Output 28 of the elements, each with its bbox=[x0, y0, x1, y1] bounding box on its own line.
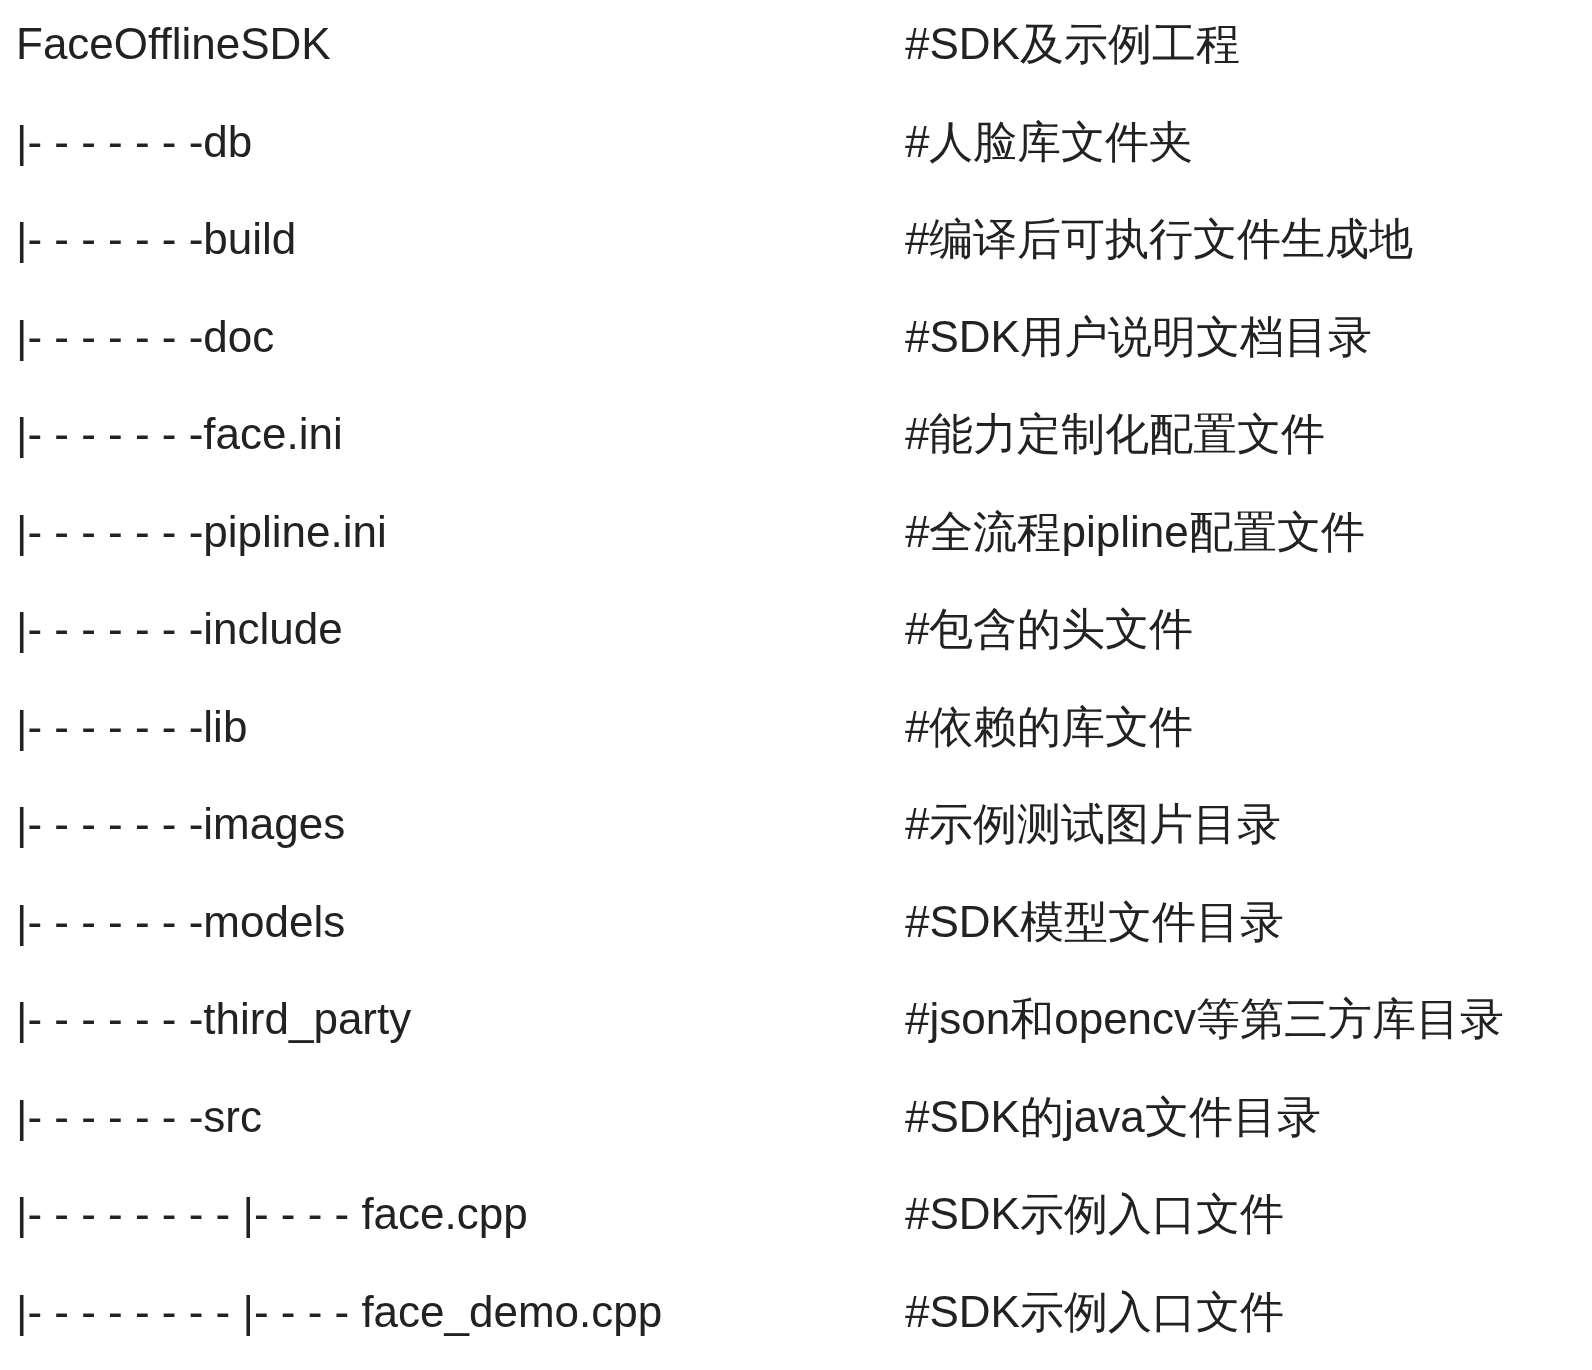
comment-text: #依赖的库文件 bbox=[905, 702, 1194, 751]
tree-entry: |- - - - - - -lib bbox=[16, 702, 248, 751]
tree-entry: |- - - - - - -include bbox=[16, 605, 343, 654]
comment-text: #SDK模型文件目录 bbox=[905, 897, 1284, 946]
tree-entry: |- - - - - - -face.ini bbox=[16, 410, 343, 459]
tree-entry: |- - - - - - -db bbox=[16, 117, 253, 166]
comment-text: #包含的头文件 bbox=[905, 605, 1194, 654]
tree-entry: |- - - - - - -models bbox=[16, 897, 346, 946]
tree-entry: |- - - - - - -third_party bbox=[16, 995, 412, 1044]
comment-text: #SDK示例入口文件 bbox=[905, 1287, 1284, 1336]
comment-text: #编译后可执行文件生成地 bbox=[905, 215, 1414, 264]
comment-text: #SDK及示例工程 bbox=[905, 20, 1240, 69]
comment-text: #示例测试图片目录 bbox=[905, 800, 1282, 849]
tree-entry: FaceOfflineSDK bbox=[16, 20, 331, 69]
comment-text: #全流程pipline配置文件 bbox=[905, 507, 1365, 556]
tree-entry: |- - - - - - - - |- - - - face.cpp bbox=[16, 1190, 528, 1239]
tree-entry: |- - - - - - -images bbox=[16, 800, 346, 849]
tree-entry: |- - - - - - -build bbox=[16, 215, 297, 264]
tree-entry: |- - - - - - -src bbox=[16, 1092, 262, 1141]
tree-entry: |- - - - - - -doc bbox=[16, 312, 275, 361]
comment-text: #能力定制化配置文件 bbox=[905, 410, 1326, 459]
tree-entry: |- - - - - - -pipline.ini bbox=[16, 507, 387, 556]
comment-text: #人脸库文件夹 bbox=[905, 117, 1194, 166]
tree-entry: |- - - - - - - - |- - - - face_demo.cpp bbox=[16, 1287, 663, 1336]
comment-text: #SDK的java文件目录 bbox=[905, 1092, 1321, 1141]
comment-text: #SDK示例入口文件 bbox=[905, 1190, 1284, 1239]
comment-text: #SDK用户说明文档目录 bbox=[905, 312, 1372, 361]
comment-text: #json和opencv等第三方库目录 bbox=[905, 995, 1505, 1044]
